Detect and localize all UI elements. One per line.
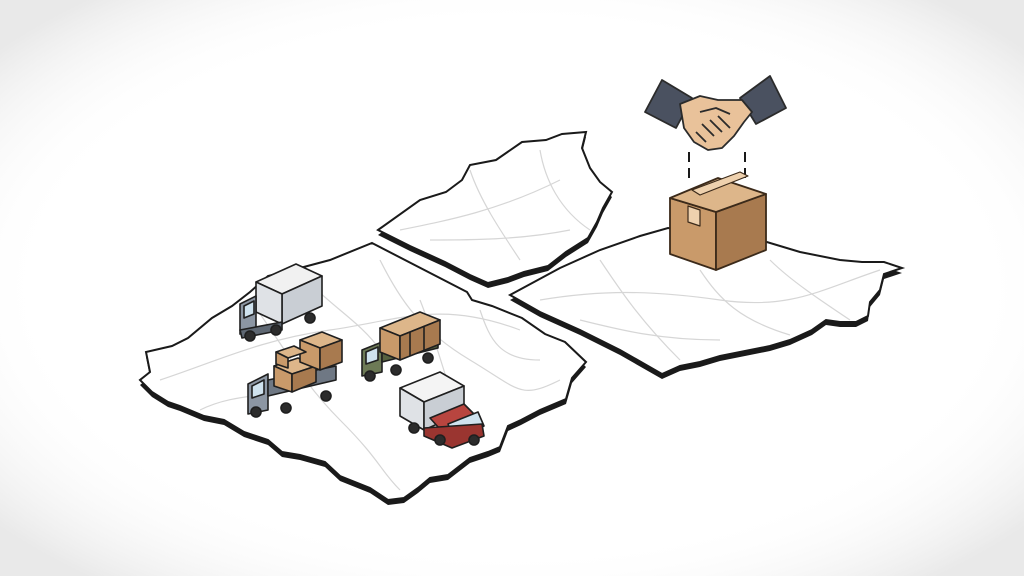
cardboard-box-icon [669, 171, 767, 271]
handshake-icon [644, 75, 787, 151]
